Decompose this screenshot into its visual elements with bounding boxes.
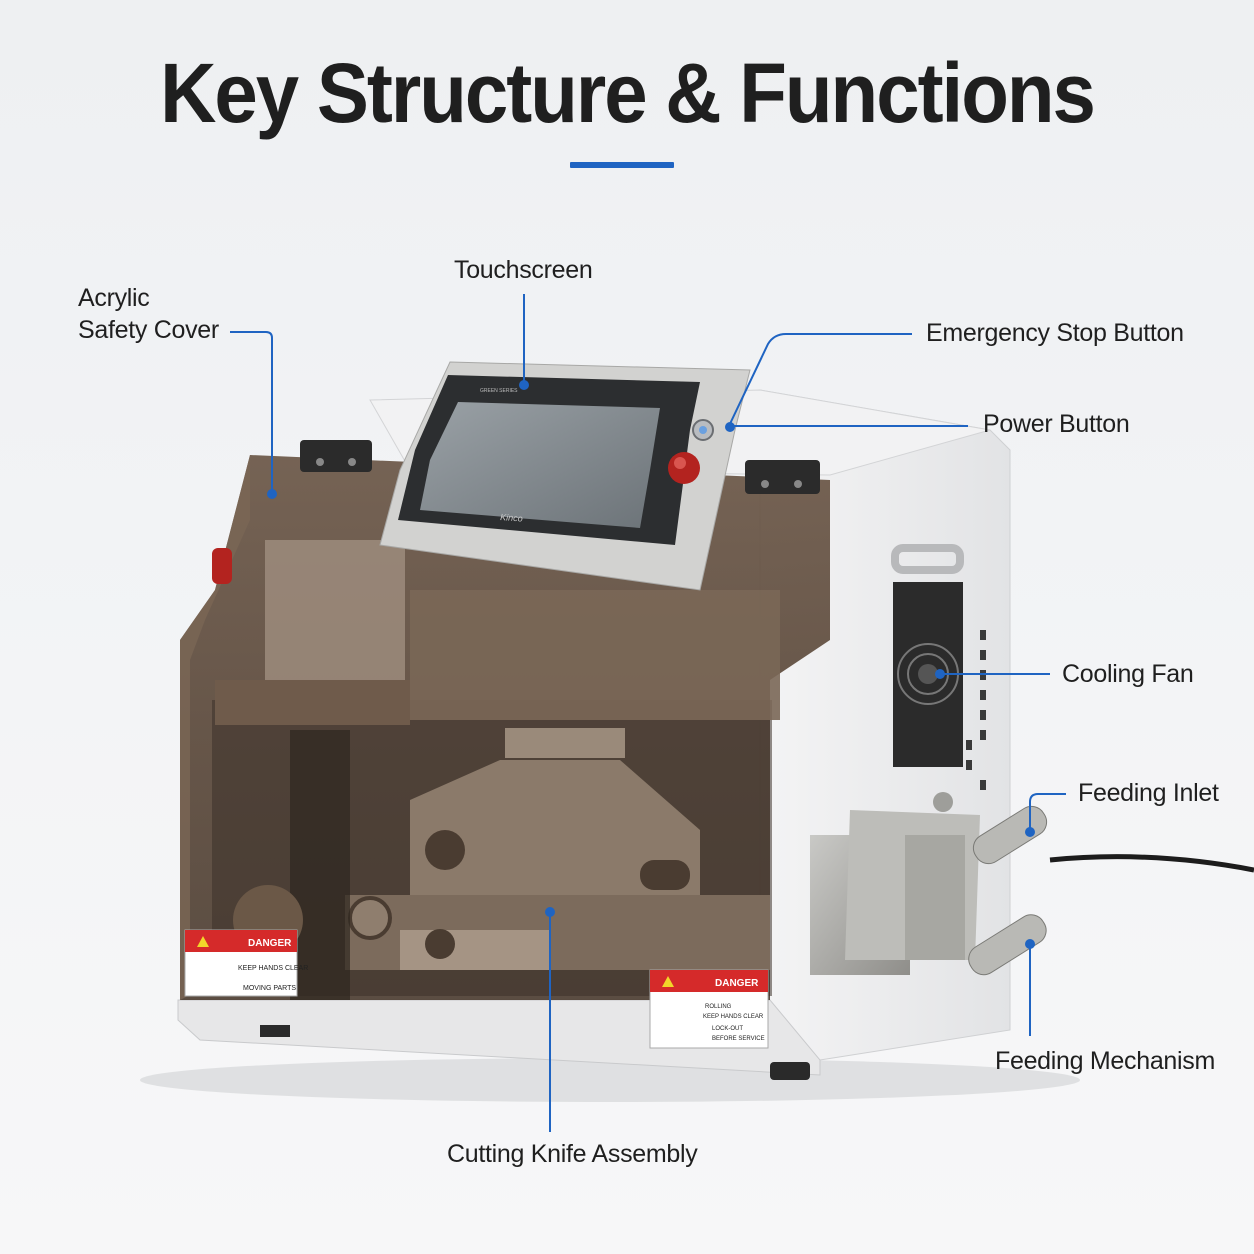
warning-label-right: DANGER ROLLING KEEP HANDS CLEAR LOCK-OUT… — [649, 969, 769, 1049]
anchor-feeding-mechanism — [1025, 939, 1035, 949]
warning-right-line1: ROLLING — [705, 1004, 732, 1010]
callout-acrylic-safety-cover: Acrylic Safety Cover — [78, 282, 219, 346]
page-title: Key Structure & Functions — [160, 45, 1096, 141]
warning-right-line3: LOCK-OUT — [712, 1026, 743, 1032]
warning-left-line1: KEEP HANDS CLEAR — [238, 965, 308, 972]
title-underline — [570, 162, 674, 168]
callout-power-button: Power Button — [983, 410, 1130, 438]
warning-label-left: DANGER KEEP HANDS CLEAR MOVING PARTS — [184, 929, 308, 997]
callout-emergency-stop-button: Emergency Stop Button — [926, 319, 1184, 347]
callout-feeding-inlet: Feeding Inlet — [1078, 779, 1219, 807]
anchor-cutting-knife — [545, 907, 555, 917]
warning-right-header: DANGER — [715, 978, 759, 989]
anchor-touchscreen — [519, 380, 529, 390]
leader-emergency-stop — [727, 333, 912, 429]
anchor-acrylic — [267, 489, 277, 499]
warning-right-line4: BEFORE SERVICE — [712, 1036, 765, 1042]
callout-acrylic-line1: Acrylic — [78, 284, 150, 312]
leader-acrylic — [230, 331, 273, 492]
screen-series-text: GREEN SERIES — [480, 388, 518, 394]
anchor-feeding-inlet — [1025, 827, 1035, 837]
callout-touchscreen: Touchscreen — [454, 256, 593, 284]
callout-acrylic-line2: Safety Cover — [78, 316, 219, 344]
anchor-power — [725, 422, 735, 432]
warning-right-line2: KEEP HANDS CLEAR — [703, 1014, 764, 1020]
callout-cutting-knife-assembly: Cutting Knife Assembly — [447, 1140, 698, 1168]
callout-cooling-fan: Cooling Fan — [1062, 660, 1194, 688]
screen-brand-text: Kinco — [500, 512, 523, 524]
anchor-cooling-fan — [935, 669, 945, 679]
callout-feeding-mechanism: Feeding Mechanism — [995, 1047, 1216, 1075]
leader-feeding-inlet — [1029, 793, 1066, 830]
warning-left-line2: MOVING PARTS — [243, 985, 296, 992]
warning-left-header: DANGER — [248, 938, 292, 949]
